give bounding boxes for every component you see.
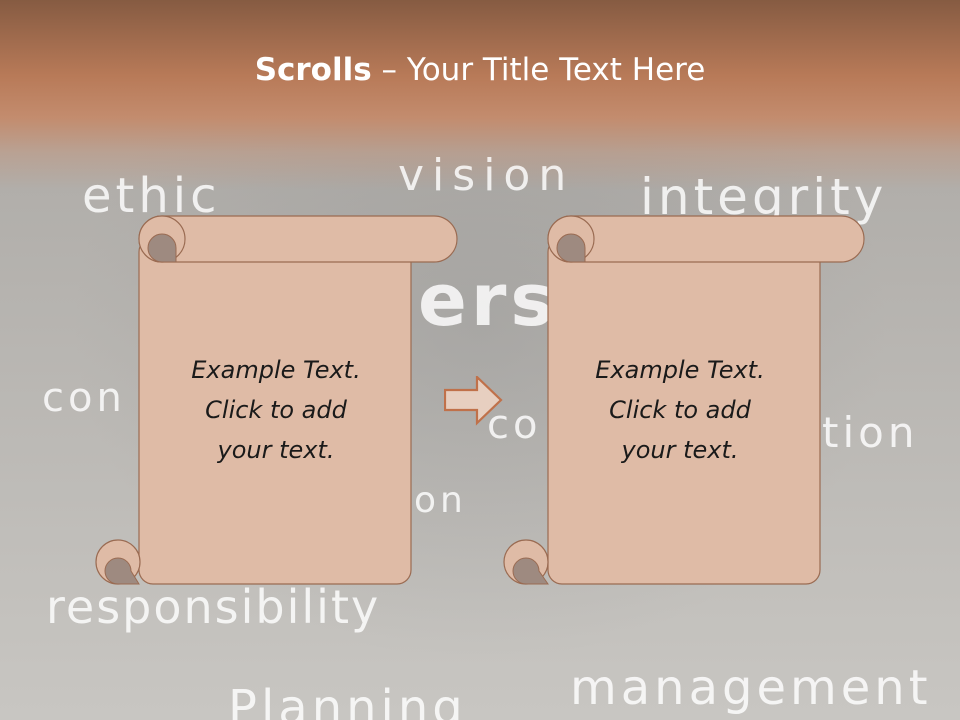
scroll-2-text[interactable]: Example Text. Click to add your text. xyxy=(542,350,818,470)
right-arrow-graphic xyxy=(443,374,503,426)
bg-word-motivation: tion xyxy=(822,408,919,457)
title-rest-part: – Your Title Text Here xyxy=(371,52,706,88)
slide-title[interactable]: Scrolls – Your Title Text Here xyxy=(0,52,960,88)
right-arrow-icon[interactable] xyxy=(443,374,504,430)
scroll-2-line-3: your text. xyxy=(621,436,739,464)
scroll-1-text[interactable]: Example Text. Click to add your text. xyxy=(138,350,414,470)
bg-word-ethic: ethic xyxy=(82,168,221,224)
title-band xyxy=(0,0,960,190)
bg-word-commitment: con xyxy=(42,375,126,421)
bg-word-leaders: ers xyxy=(418,258,558,342)
bg-word-on: on xyxy=(414,480,467,521)
title-bold-part: Scrolls xyxy=(254,52,372,88)
bg-word-planning: Planning xyxy=(228,680,467,720)
scroll-1-line-1: Example Text. xyxy=(191,356,361,384)
scroll-1-line-3: your text. xyxy=(217,436,335,464)
bg-word-vision: vision xyxy=(398,150,575,201)
bg-word-responsibility: responsibility xyxy=(46,580,381,634)
scroll-2-line-1: Example Text. xyxy=(595,356,765,384)
scroll-1-line-2: Click to add xyxy=(205,396,347,424)
bg-word-communication: co xyxy=(487,402,542,448)
scroll-2-line-2: Click to add xyxy=(609,396,751,424)
bg-word-management: management xyxy=(570,660,932,716)
